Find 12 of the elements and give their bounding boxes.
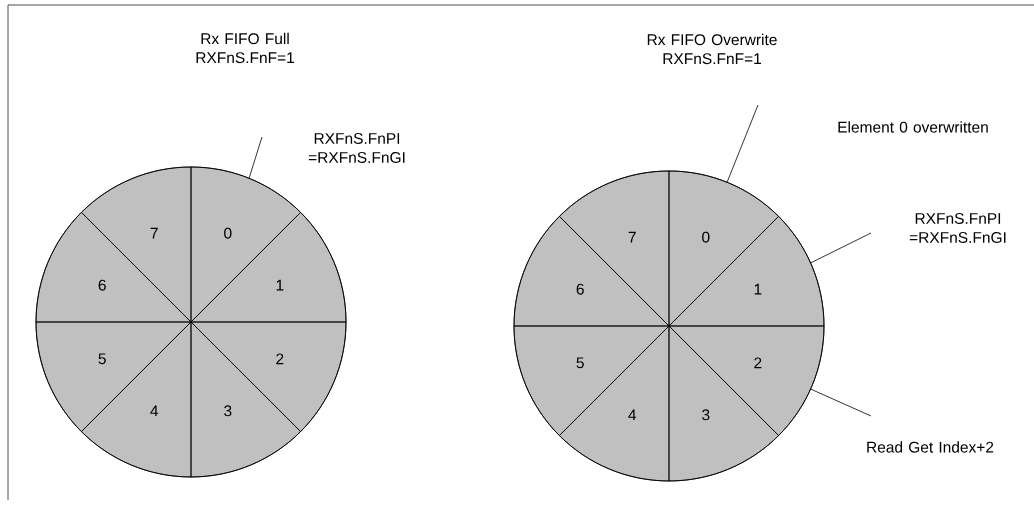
- callout-text: Read Get Index+2: [867, 441, 994, 453]
- pie-circle: [513, 170, 825, 482]
- leader-line: [726, 104, 759, 183]
- heading-text: Rx FIFO Full RXFnS.FnF=1: [196, 32, 294, 64]
- leader-line: [248, 136, 263, 179]
- callout-text: RXFnS.FnPI =RXFnS.FnGI: [308, 133, 405, 163]
- callout-text: RXFnS.FnPI =RXFnS.FnGI: [909, 213, 1006, 243]
- callout-text: Rx FIFO Overwrite RXFnS.FnF=1: [647, 33, 777, 65]
- pie-circle: [35, 166, 347, 478]
- leader-line: [810, 388, 872, 417]
- heading-text: Element 0 overwritten: [838, 121, 988, 133]
- leader-line: [810, 232, 872, 264]
